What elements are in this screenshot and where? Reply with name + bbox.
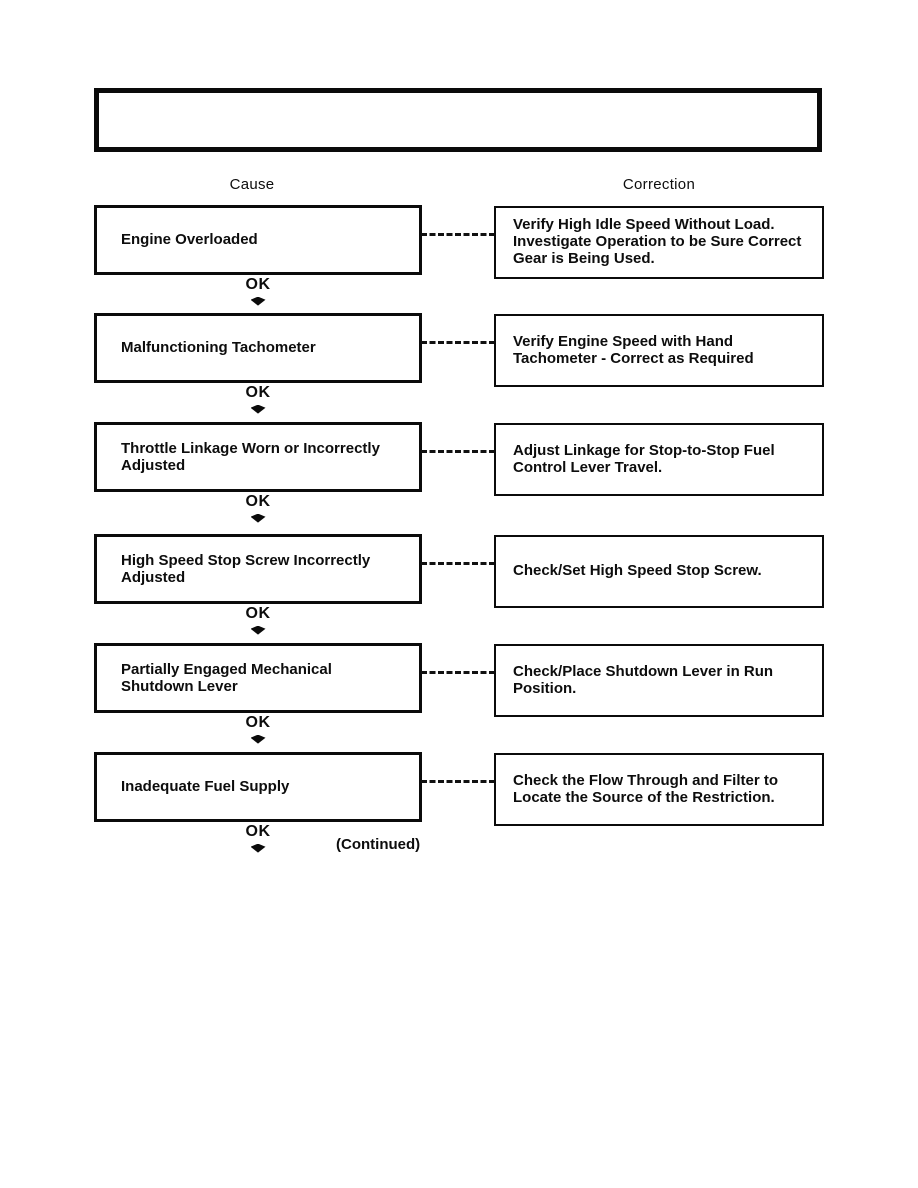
- dashed-connector: [421, 450, 495, 453]
- flow-row-3: Throttle Linkage Worn or Incorrectly Adj…: [0, 422, 918, 530]
- correction-box: Check/Place Shutdown Lever in Run Positi…: [494, 644, 824, 717]
- correction-box: Check/Set High Speed Stop Screw.: [494, 535, 824, 608]
- down-arrow-icon: [250, 404, 266, 414]
- correction-text: Check the Flow Through and Filter to Loc…: [513, 771, 778, 806]
- correction-text: Check/Set High Speed Stop Screw.: [513, 562, 762, 580]
- correction-text: Check/Place Shutdown Lever in Run Positi…: [513, 662, 774, 697]
- dashed-connector: [421, 671, 495, 674]
- ok-connector: OK: [94, 493, 422, 523]
- ok-connector: OK: [94, 823, 422, 853]
- cause-box: Malfunctioning Tachometer: [94, 313, 422, 383]
- correction-text: Adjust Linkage for Stop-to-Stop Fuel Con…: [513, 441, 775, 476]
- flow-row-4: High Speed Stop Screw Incorrectly Adjust…: [0, 534, 918, 642]
- ok-connector: OK: [94, 276, 422, 306]
- column-header-cause: Cause: [229, 176, 275, 193]
- flow-row-6: Inadequate Fuel Supply Check the Flow Th…: [0, 752, 918, 860]
- title-box: [94, 88, 822, 152]
- ok-label: OK: [245, 384, 271, 401]
- cause-text: Engine Overloaded: [121, 231, 258, 249]
- ok-label: OK: [245, 714, 271, 731]
- correction-text: Verify High Idle Speed Without Load. Inv…: [513, 216, 802, 267]
- down-arrow-icon: [250, 296, 266, 306]
- ok-label: OK: [245, 493, 271, 510]
- ok-label: OK: [245, 823, 271, 840]
- correction-text: Verify Engine Speed with Hand Tachometer…: [513, 332, 754, 367]
- dashed-connector: [421, 780, 495, 783]
- down-arrow-icon: [250, 513, 266, 523]
- column-header-correction: Correction: [622, 176, 696, 193]
- cause-text: High Speed Stop Screw Incorrectly Adjust…: [121, 551, 371, 586]
- cause-box: High Speed Stop Screw Incorrectly Adjust…: [94, 534, 422, 604]
- ok-label: OK: [245, 276, 271, 293]
- correction-box: Check the Flow Through and Filter to Loc…: [494, 753, 824, 826]
- continued-label: (Continued): [336, 836, 421, 853]
- flow-row-5: Partially Engaged Mechanical Shutdown Le…: [0, 643, 918, 751]
- cause-text: Inadequate Fuel Supply: [121, 778, 290, 796]
- cause-box: Throttle Linkage Worn or Incorrectly Adj…: [94, 422, 422, 492]
- correction-box: Adjust Linkage for Stop-to-Stop Fuel Con…: [494, 423, 824, 496]
- cause-text: Throttle Linkage Worn or Incorrectly Adj…: [121, 439, 380, 474]
- dashed-connector: [421, 233, 495, 236]
- cause-box: Partially Engaged Mechanical Shutdown Le…: [94, 643, 422, 713]
- ok-connector: OK: [94, 714, 422, 744]
- flow-row-1: Engine Overloaded Verify High Idle Speed…: [0, 205, 918, 313]
- down-arrow-icon: [250, 625, 266, 635]
- correction-box: Verify High Idle Speed Without Load. Inv…: [494, 206, 824, 279]
- down-arrow-icon: [250, 734, 266, 744]
- ok-label: OK: [245, 605, 271, 622]
- ok-connector: OK: [94, 605, 422, 635]
- cause-box: Engine Overloaded: [94, 205, 422, 275]
- down-arrow-icon: [250, 843, 266, 853]
- cause-text: Partially Engaged Mechanical Shutdown Le…: [121, 660, 332, 695]
- cause-box: Inadequate Fuel Supply: [94, 752, 422, 822]
- cause-text: Malfunctioning Tachometer: [121, 339, 316, 357]
- flow-row-2: Malfunctioning Tachometer Verify Engine …: [0, 313, 918, 421]
- correction-box: Verify Engine Speed with Hand Tachometer…: [494, 314, 824, 387]
- dashed-connector: [421, 341, 495, 344]
- dashed-connector: [421, 562, 495, 565]
- ok-connector: OK: [94, 384, 422, 414]
